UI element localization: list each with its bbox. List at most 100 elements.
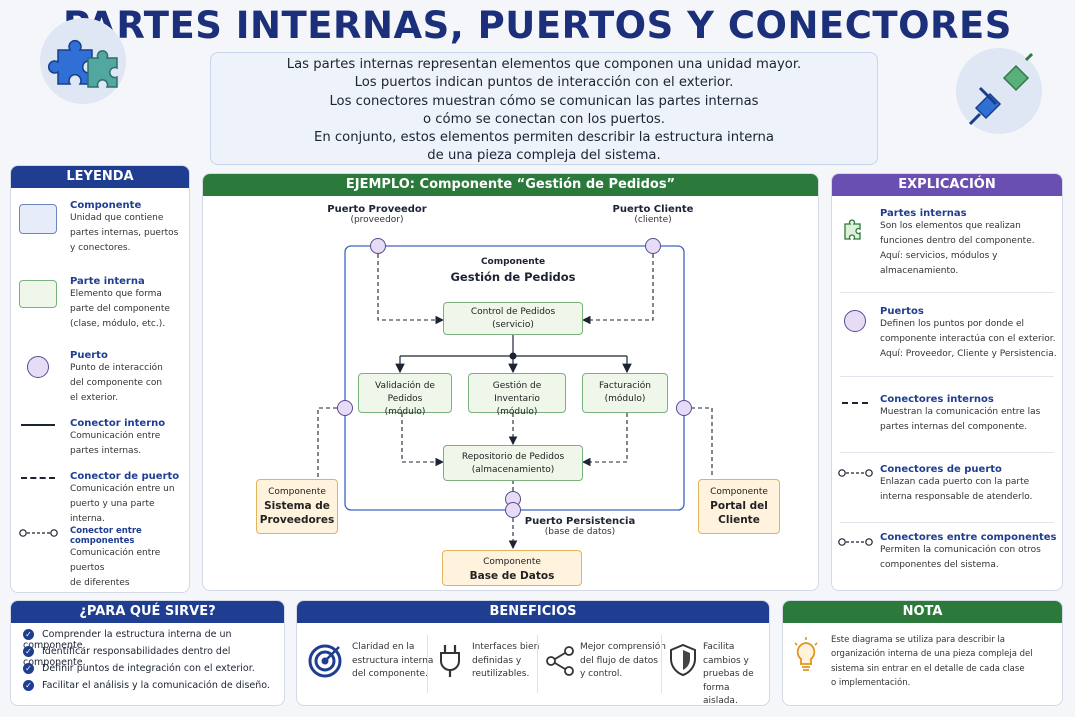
dashed-line-swatch	[21, 477, 55, 479]
legend-desc: Comunicación entre	[70, 431, 161, 441]
legend-title: Conector de puerto	[70, 471, 180, 482]
explanation-title: Conectores de puerto	[880, 464, 1002, 475]
explanation-desc: Aquí: servicios, módulos y	[880, 251, 998, 261]
page-title: PARTES INTERNAS, PUERTOS Y CONECTORES	[63, 4, 1012, 47]
part-name: Validación de Pedidos	[375, 381, 435, 404]
explanation-title: Conectores entre componentes	[880, 532, 1057, 543]
benefit-line: del flujo de datos	[580, 655, 658, 666]
legend-desc: Comunicación entre un	[70, 484, 175, 494]
external-connector-cliente	[691, 407, 713, 478]
intro-line: o cómo se conectan con los puertos.	[423, 111, 665, 127]
purpose-text: Definir puntos de integración con el ext…	[42, 663, 255, 674]
explanation-title: Partes internas	[880, 208, 967, 219]
explanation-title: Puertos	[880, 306, 924, 317]
note-header: NOTA	[783, 601, 1062, 623]
benefit-text: Interfaces bien definidas y reutilizable…	[472, 641, 539, 682]
component-title: Componente Gestión de Pedidos	[430, 257, 596, 284]
part-repositorio: Repositorio de Pedidos (almacenamiento)	[443, 445, 583, 481]
note-panel: NOTA Este diagrama se utiliza para descr…	[782, 600, 1063, 706]
check-icon: ✓	[23, 646, 34, 657]
port-name: Puerto Cliente	[612, 204, 694, 215]
legend-header: LEYENDA	[11, 166, 189, 188]
part-name: Repositorio de Pedidos	[461, 452, 565, 462]
port-right	[676, 400, 692, 416]
legend-desc: Punto de interacción	[70, 363, 163, 373]
purpose-item: ✓Identificar responsabilidades dentro de…	[23, 646, 284, 668]
explanation-desc: almacenamiento.	[880, 266, 959, 276]
lightbulb-icon	[794, 637, 818, 671]
legend-desc: de diferentes componentes.	[70, 578, 130, 588]
port-proveedor-label: Puerto Proveedor (proveedor)	[320, 204, 434, 225]
benefit-text: Claridad en la estructura interna del co…	[352, 641, 433, 682]
intro-line: En conjunto, estos elementos permiten de…	[314, 130, 774, 146]
legend-desc: el exterior.	[70, 393, 119, 403]
external-name: Cliente	[718, 514, 760, 526]
shield-icon	[670, 643, 696, 677]
port-role: (cliente)	[634, 215, 672, 225]
component-swatch	[19, 204, 57, 234]
benefit-line: del componente.	[352, 669, 428, 679]
ball-connector-swatch	[838, 469, 873, 477]
plug-icon	[968, 52, 1034, 126]
explanation-desc: Enlazan cada puerto con la parte	[880, 477, 1030, 487]
legend-panel: LEYENDA Componente Unidad que contiene p…	[10, 165, 190, 593]
check-icon: ✓	[23, 629, 34, 640]
note-line: sistema sin entrar en el detalle de cada…	[831, 663, 1025, 674]
divider	[661, 635, 662, 693]
explanation-desc: Definen los puntos por donde el	[880, 319, 1025, 329]
divider	[537, 635, 538, 693]
explanation-desc: Aquí: Proveedor, Cliente y Persistencia.	[880, 349, 1057, 359]
port-name: Puerto Proveedor	[327, 204, 427, 215]
legend-title: Parte interna	[70, 276, 145, 287]
plug-icon	[440, 645, 460, 677]
explanation-item-internal-connectors: Conectores internos Muestran la comunica…	[880, 394, 1040, 435]
explanation-header: EXPLICACIÓN	[832, 174, 1062, 196]
solid-line-swatch	[21, 424, 55, 426]
explanation-item-port-connectors: Conectores de puerto Enlazan cada puerto…	[880, 464, 1032, 505]
benefits-panel: BENEFICIOS Claridad en la estructura int…	[296, 600, 770, 706]
intro-line: Los conectores muestran cómo se comunica…	[329, 93, 759, 109]
external-name: Sistema de	[264, 500, 330, 512]
part-type: (módulo)	[384, 407, 426, 417]
benefit-text: Facilita cambios y pruebas de forma aisl…	[703, 641, 769, 705]
legend-desc: Unidad que contiene	[70, 213, 164, 223]
part-type: (módulo)	[604, 394, 646, 404]
check-icon: ✓	[23, 680, 34, 691]
puzzle-badge	[40, 18, 126, 104]
port-persistencia-label: Puerto Persistencia (base de datos)	[520, 516, 640, 537]
explanation-desc: componente interactúa con el exterior.	[880, 334, 1056, 344]
intro-line: de una pieza compleja del sistema.	[427, 148, 661, 164]
divider	[840, 522, 1054, 523]
component-label: Componente	[480, 257, 546, 267]
port-role: (base de datos)	[544, 527, 616, 537]
port-role: (proveedor)	[350, 215, 404, 225]
external-portal-cliente: Componente Portal del Cliente	[698, 479, 780, 534]
intro-line: Los puertos indican puntos de interacció…	[354, 75, 734, 91]
external-name: Proveedores	[259, 514, 335, 526]
intro-text: Las partes internas representan elemento…	[210, 52, 878, 165]
example-header: EJEMPLO: Componente “Gestión de Pedidos”	[203, 174, 818, 196]
purpose-panel: ¿PARA QUÉ SIRVE? ✓Comprender la estructu…	[10, 600, 285, 706]
intro-line: Las partes internas representan elemento…	[286, 57, 802, 72]
legend-desc: del componente con	[70, 378, 163, 388]
note-text: Este diagrama se utiliza para describir …	[831, 633, 1033, 690]
benefit-text: Mejor comprensión del flujo de datos y c…	[580, 641, 666, 682]
explanation-item-ports: Puertos Definen los puntos por donde el …	[880, 306, 1057, 362]
purpose-text: Identificar responsabilidades dentro del…	[23, 646, 231, 668]
external-base-datos: Componente Base de Datos	[442, 550, 582, 586]
port-left	[337, 400, 353, 416]
explanation-panel: EXPLICACIÓN Partes internas Son los elem…	[831, 173, 1063, 591]
legend-desc: Comunicación entre puertos	[70, 548, 161, 573]
ball-connector-swatch	[838, 538, 873, 546]
benefit-line: Interfaces bien	[472, 642, 540, 652]
part-type: (servicio)	[492, 320, 534, 330]
explanation-desc: Muestran la comunicación entre las	[880, 407, 1041, 417]
benefit-line: Mejor comprensión	[580, 642, 666, 652]
benefit-line: pruebas de forma	[703, 669, 754, 693]
external-name: Portal del	[710, 500, 768, 512]
legend-title: Puerto	[70, 350, 108, 361]
legend-desc: parte del componente	[70, 304, 170, 314]
benefit-line: reutilizables.	[472, 669, 530, 679]
external-connector-proveedores	[317, 407, 337, 478]
puzzle-icon	[48, 40, 118, 88]
